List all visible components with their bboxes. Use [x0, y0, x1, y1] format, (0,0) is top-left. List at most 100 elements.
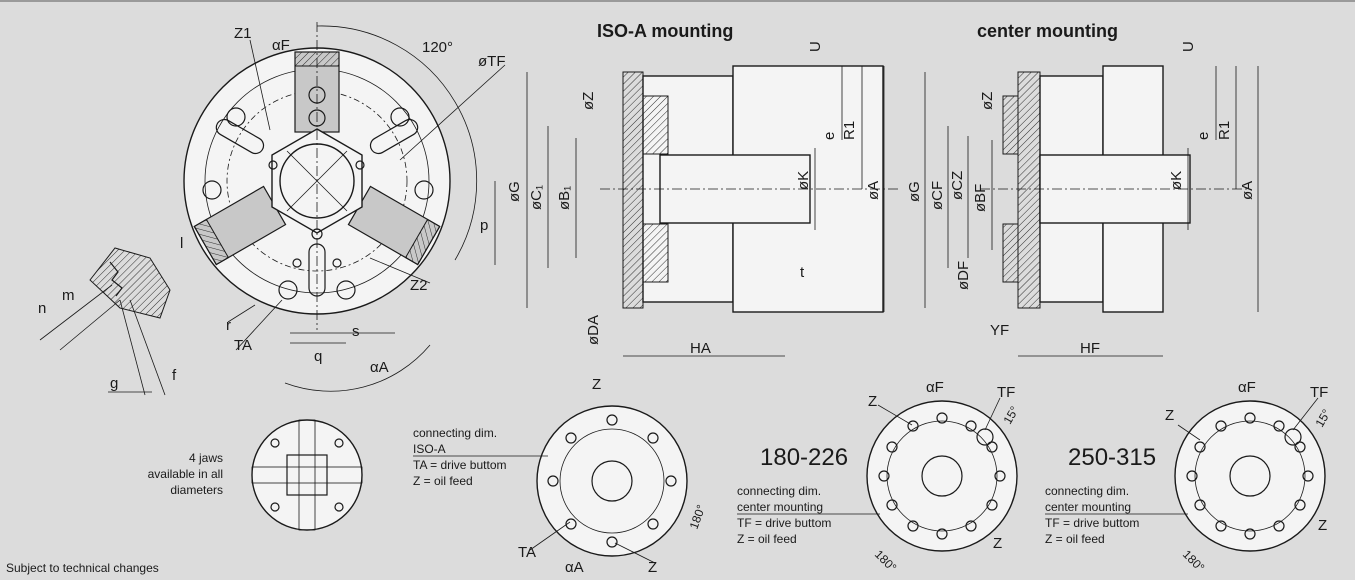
- label-center-bf: øBF: [972, 184, 989, 212]
- iso-note-line3: TA = drive buttom: [413, 458, 507, 472]
- four-jaw-jaw-v: [298, 419, 316, 531]
- p250-hole-11: [1194, 441, 1206, 453]
- label-s: s: [352, 323, 360, 340]
- label-center-k: øK: [1168, 171, 1185, 190]
- p180-hole-10: [878, 470, 890, 482]
- p180-hole-2: [965, 420, 977, 432]
- p250-hole-4: [1302, 470, 1314, 482]
- iso-pattern-hole-4: [647, 518, 659, 530]
- label-iso-r1: R1: [841, 121, 858, 140]
- label-iso-ha: HA: [690, 340, 711, 357]
- four-jaw-view: [251, 419, 363, 531]
- p250-outer: [1174, 400, 1326, 552]
- four-jaw-body: [251, 419, 363, 531]
- p180-hole-11: [886, 441, 898, 453]
- iso-pattern-label-180: 180°: [687, 503, 709, 531]
- front-view: Z1 αF 120° øTF p l r TA s q Z2 αA: [180, 22, 506, 392]
- four-jaw-jaw-h: [251, 466, 363, 484]
- four-jaw-hole-2: [334, 438, 344, 448]
- label-m: m: [62, 287, 75, 304]
- iso-pattern-label-alpha-a: αA: [565, 559, 584, 576]
- p250-note-line4: Z = oil feed: [1045, 532, 1105, 546]
- p180-label-z-left: Z: [868, 393, 877, 410]
- p180-label-alpha-f: αF: [926, 379, 944, 396]
- p250-label-15: 15°: [1312, 407, 1333, 430]
- center-inner-hatch-top: [1002, 95, 1019, 155]
- four-jaw-note-line1: 4 jaws: [189, 451, 223, 465]
- iso-pattern-hole-3: [665, 475, 677, 487]
- iso-pattern-label-z-bottom: Z: [648, 559, 657, 576]
- t-slot-left: [215, 118, 265, 155]
- jaw-detail-view: n m g f: [38, 247, 177, 396]
- mounting-hole-3: [202, 180, 222, 200]
- label-g: g: [110, 375, 118, 392]
- p250-hole-7: [1244, 528, 1256, 540]
- t-slot-right: [369, 118, 419, 155]
- p250-drive-button: [1284, 428, 1302, 446]
- four-jaw-center-square: [286, 454, 328, 496]
- p250-hole-3: [1294, 441, 1306, 453]
- detail-extension-3: [129, 299, 166, 396]
- label-z2: Z2: [410, 277, 428, 294]
- p250-bore: [1229, 455, 1271, 497]
- iso-pattern-hole-6: [565, 518, 577, 530]
- iso-a-pattern-view: [529, 405, 688, 564]
- p250-hole-9: [1194, 499, 1206, 511]
- iso-inner-hatch-top: [642, 95, 669, 155]
- iso-a-section-view: U øZ e R1 øG øC₁ øB₁ øK øA t øDA HA: [506, 41, 900, 357]
- label-q: q: [314, 348, 322, 365]
- four-jaw-hole-4: [334, 502, 344, 512]
- four-jaw-hole-3: [270, 502, 280, 512]
- p250-hole-10: [1186, 470, 1198, 482]
- iso-pattern-bore: [591, 460, 633, 502]
- iso-pattern-hole-2: [647, 432, 659, 444]
- p180-hole-9: [886, 499, 898, 511]
- leader-tf: [399, 64, 506, 161]
- label-center-df: øDF: [955, 261, 972, 290]
- p180-leader-z: [877, 404, 913, 426]
- p180-hole-3: [986, 441, 998, 453]
- leader-r: [227, 304, 256, 323]
- label-z1: Z1: [234, 25, 252, 42]
- small-hole-2: [355, 160, 365, 170]
- iso-inner-hatch-bottom: [642, 223, 669, 283]
- iso-pattern-hole-8: [565, 432, 577, 444]
- p250-hole-2: [1273, 420, 1285, 432]
- p180-size: 180-226: [760, 444, 848, 471]
- p180-label-180: 180°: [872, 547, 900, 575]
- iso-pattern-hole-7: [547, 475, 559, 487]
- p180-hole-7: [936, 528, 948, 540]
- mounting-hole-1: [226, 107, 246, 127]
- label-center-e: e: [1195, 132, 1212, 140]
- label-120: 120°: [422, 39, 453, 56]
- label-center-z: øZ: [979, 92, 996, 110]
- label-center-g: øG: [906, 181, 923, 202]
- p250-note-line3: TF = drive buttom: [1045, 516, 1139, 530]
- leader-ta: [235, 299, 283, 351]
- label-iso-b1: øB₁: [556, 186, 573, 210]
- label-ta: TA: [234, 337, 252, 354]
- p180-note-line1: connecting dim.: [737, 484, 821, 498]
- p250-hole-5: [1294, 499, 1306, 511]
- detail-extension-2: [59, 299, 121, 351]
- mounting-hole-5: [278, 280, 298, 300]
- four-jaw-hole-1: [270, 438, 280, 448]
- leader-z1: [249, 39, 271, 131]
- iso-pattern-leader-z: [614, 542, 656, 564]
- p180-note-line2: center mounting: [737, 500, 823, 514]
- small-hole-4: [292, 258, 302, 268]
- label-tf: øTF: [478, 53, 506, 70]
- p250-note-line1: connecting dim.: [1045, 484, 1129, 498]
- mounting-hole-2: [390, 107, 410, 127]
- small-hole-1: [268, 160, 278, 170]
- label-center-u: U: [1180, 41, 1197, 52]
- p180-leader-tf: [984, 397, 1001, 431]
- p250-pitch: [1194, 420, 1306, 532]
- mounting-hole-4: [414, 180, 434, 200]
- p180-hole-8: [907, 520, 919, 532]
- heading-center-mounting: center mounting: [977, 21, 1118, 41]
- p180-outer: [866, 400, 1018, 552]
- iso-note-line1: connecting dim.: [413, 426, 497, 440]
- iso-pattern-label-ta: TA: [518, 544, 536, 561]
- p250-label-z-bottom: Z: [1318, 517, 1327, 534]
